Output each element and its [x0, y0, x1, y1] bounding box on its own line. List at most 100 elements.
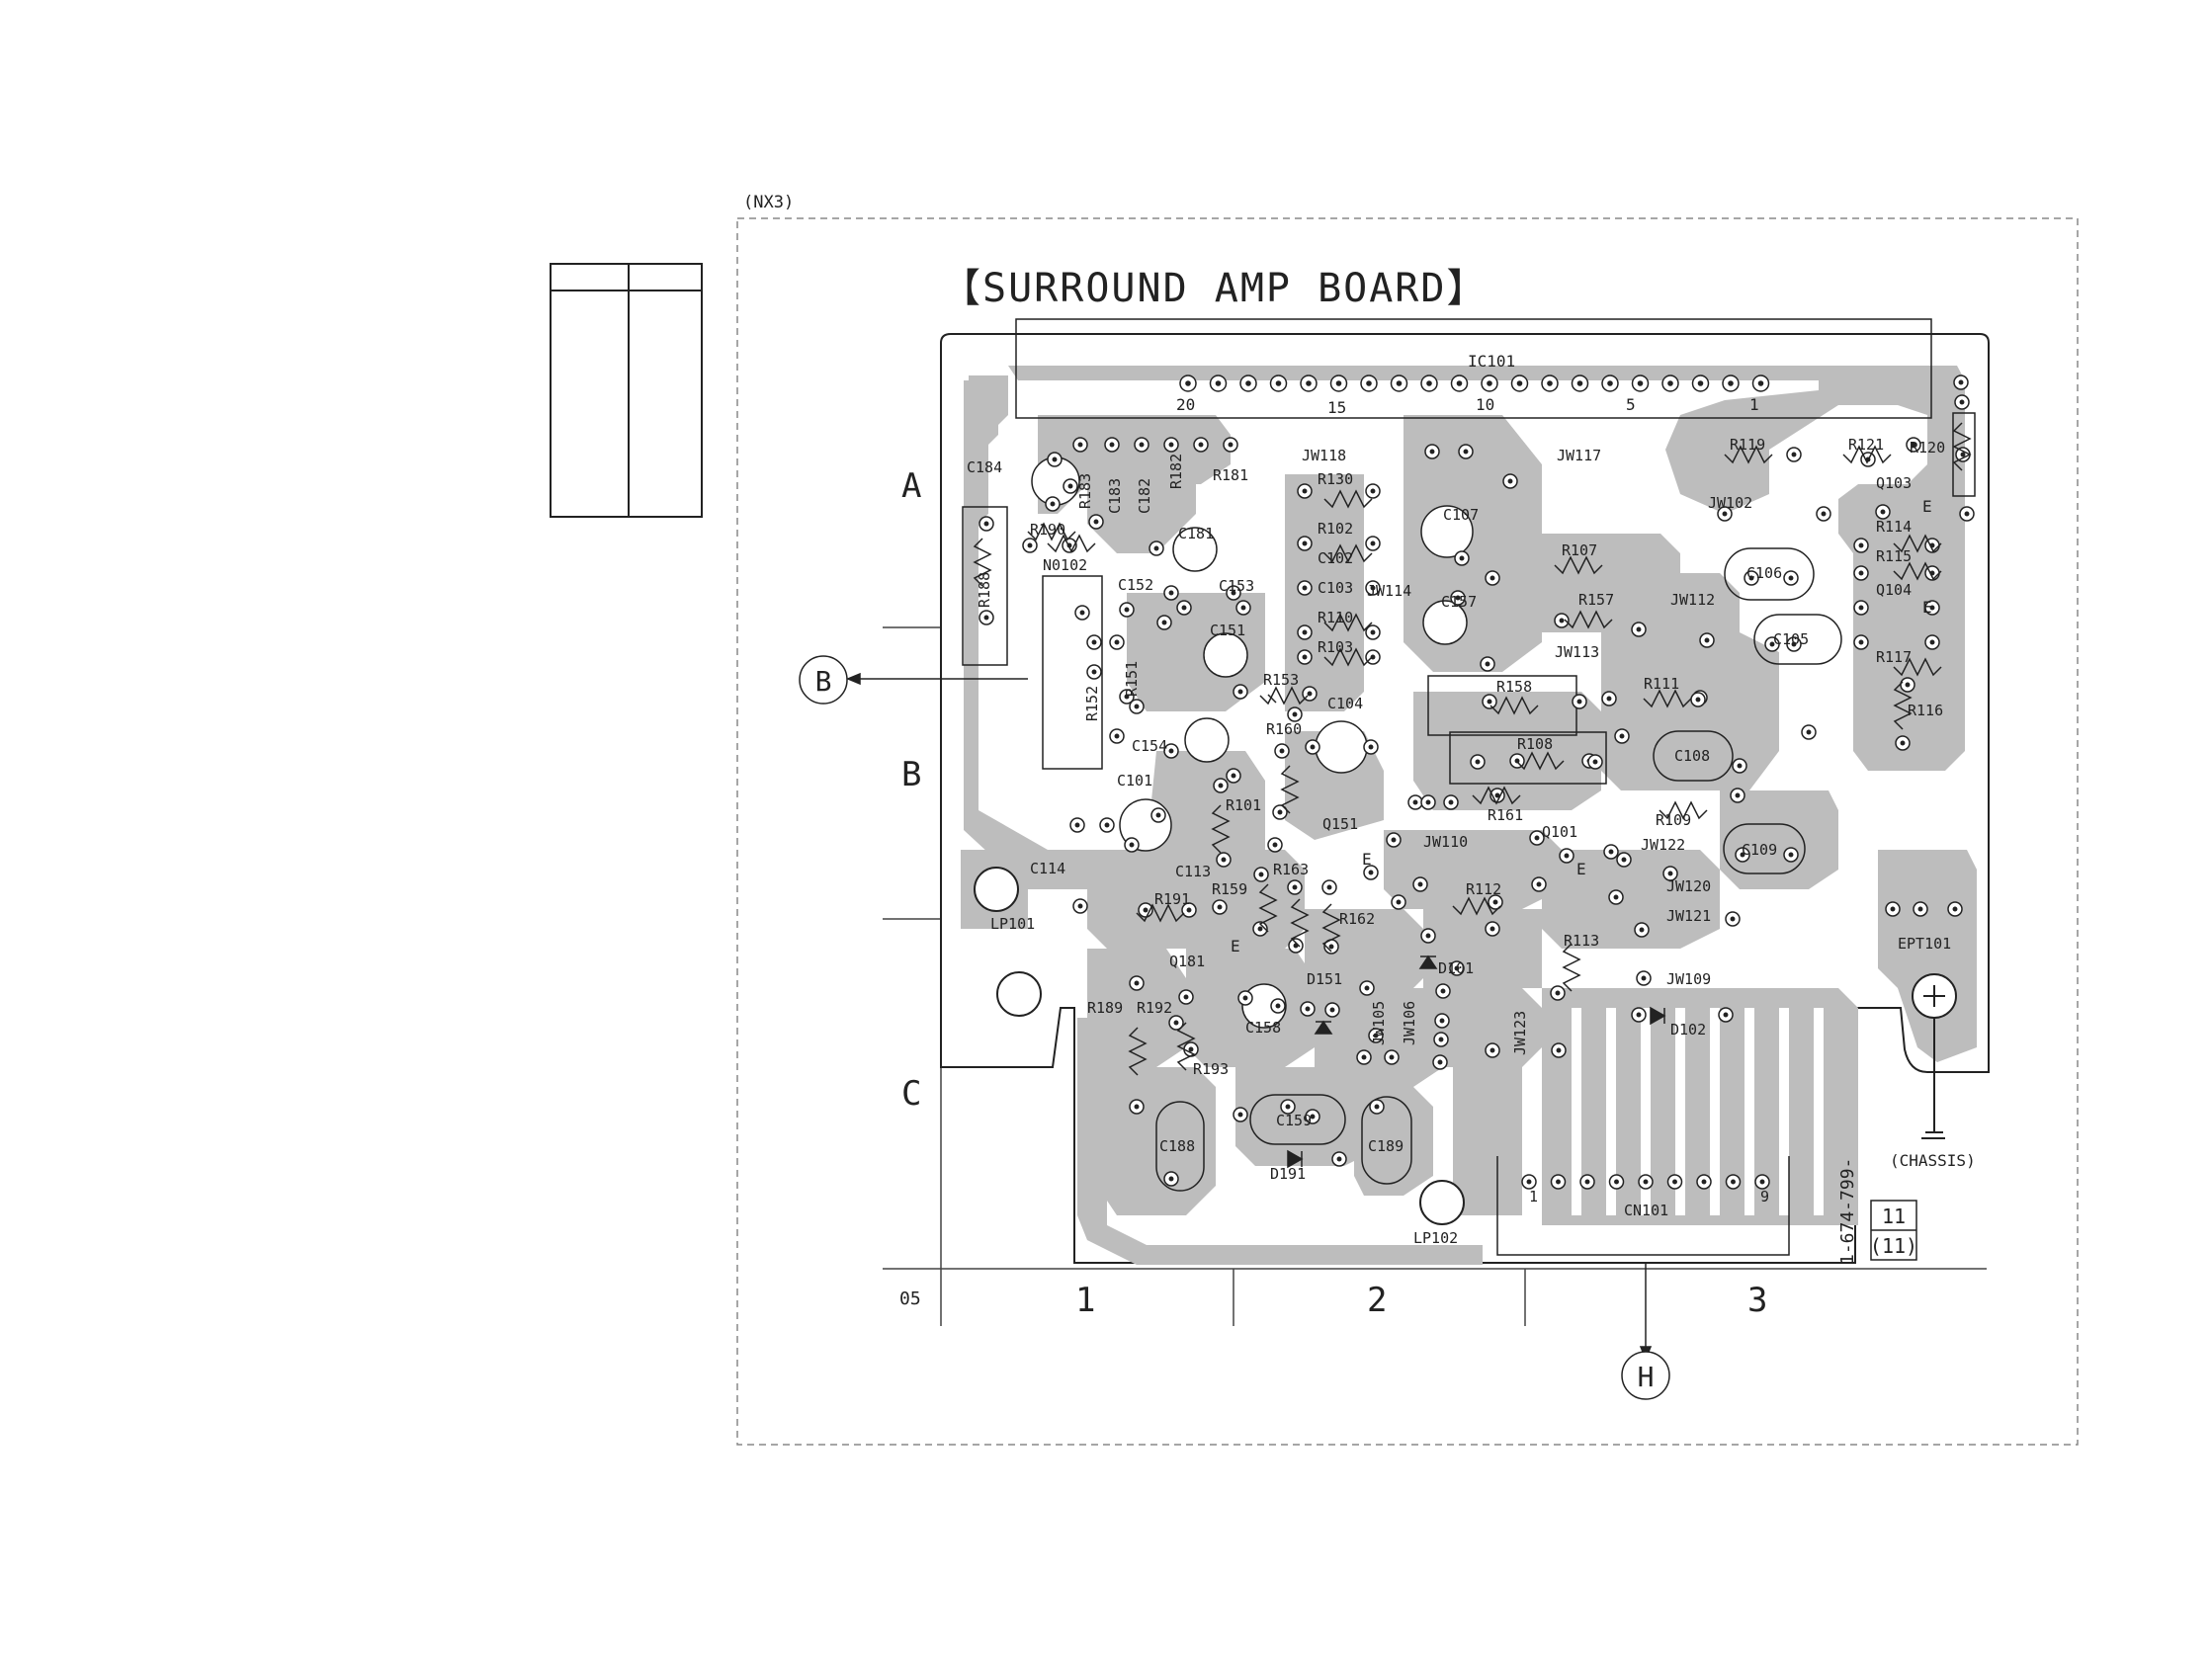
- component-pad: [1280, 1099, 1296, 1115]
- component-ref: Q181: [1169, 953, 1205, 970]
- component-ref: R116: [1908, 702, 1943, 719]
- component-ref: C189: [1368, 1137, 1404, 1155]
- component-pad: [1531, 876, 1547, 892]
- component-pad: [1063, 478, 1078, 494]
- component-pad: [1047, 452, 1063, 467]
- component-pad: [1407, 794, 1423, 810]
- component-pad: [1149, 540, 1164, 556]
- board-number: 1-674-799-: [1837, 1158, 1858, 1265]
- component-ref: JW102: [1708, 494, 1752, 512]
- component-pad: [1690, 692, 1706, 707]
- ic-pin-pad: [1751, 374, 1770, 392]
- component-pad: [1783, 847, 1799, 863]
- component-pad: [1193, 437, 1209, 453]
- component-pad: [1718, 1007, 1734, 1023]
- component-pad: [1450, 590, 1466, 606]
- emitter-mark: E: [1362, 850, 1372, 869]
- component-pad: [1853, 538, 1869, 553]
- component-pad: [1801, 724, 1817, 740]
- component-pad: [1735, 847, 1750, 863]
- component-ref: R181: [1213, 466, 1248, 484]
- component-pad: [1608, 889, 1624, 905]
- component-ref: C188: [1159, 1137, 1195, 1155]
- component-ref: LP101: [990, 915, 1035, 933]
- component-ref: R159: [1212, 880, 1247, 898]
- component-ref: R114: [1876, 518, 1912, 536]
- component-pad: [1109, 634, 1125, 650]
- component-pad: [1391, 894, 1406, 910]
- component-pad: [1764, 636, 1780, 652]
- component-pad: [1365, 624, 1381, 640]
- component-ref: C108: [1674, 747, 1710, 765]
- component-ref: C181: [1178, 525, 1214, 542]
- component-ref: C184: [967, 458, 1002, 476]
- component-pad: [1587, 754, 1603, 770]
- ic-pin-pad: [1329, 374, 1348, 392]
- component-ref: R191: [1154, 890, 1190, 908]
- component-pad: [1272, 804, 1288, 820]
- component-pad: [1163, 1171, 1179, 1187]
- component-ref: R189: [1087, 999, 1123, 1017]
- component-pad: [1550, 985, 1566, 1001]
- ic-pin-pad: [1179, 374, 1197, 392]
- connector-pin-pad: [1725, 1174, 1742, 1190]
- component-ref: JW110: [1423, 833, 1468, 851]
- component-pad: [1321, 879, 1337, 895]
- component-pad: [1163, 437, 1179, 453]
- component-pad: [978, 610, 994, 625]
- component-pad: [1488, 894, 1503, 910]
- component-ref: R121: [1848, 436, 1884, 454]
- component-pad: [1213, 778, 1229, 793]
- page-ref-paren: (11): [1870, 1234, 1917, 1258]
- connector-pin-pad: [1754, 1174, 1770, 1190]
- component-pad: [1885, 901, 1901, 917]
- emitter-mark: E: [1576, 860, 1586, 878]
- component-pad: [1420, 928, 1436, 944]
- component-pad: [1119, 689, 1135, 705]
- component-pad: [1744, 570, 1759, 586]
- component-ref: C159: [1276, 1112, 1312, 1129]
- component-ref: EPT101: [1898, 935, 1951, 953]
- component-pad: [1906, 437, 1921, 453]
- component-pad: [1616, 852, 1632, 868]
- component-pad: [1119, 602, 1135, 618]
- component-ref: R109: [1656, 811, 1691, 829]
- component-pad: [1233, 684, 1248, 700]
- column-label-3: 3: [1747, 1281, 1767, 1320]
- component-pad: [1432, 1054, 1448, 1070]
- component-pad: [1181, 902, 1197, 918]
- ic-pin-pad: [1420, 374, 1438, 392]
- component-pad: [1717, 506, 1733, 522]
- component-pad: [1485, 921, 1500, 937]
- component-pad: [1129, 1099, 1145, 1115]
- component-pads: [978, 374, 1975, 1187]
- component-pad: [1069, 817, 1085, 833]
- component-ref: JW114: [1367, 582, 1411, 600]
- ic-pin-pad: [1661, 374, 1679, 392]
- connector-pin-pad: [1550, 1174, 1567, 1190]
- ic-pin-number-10: 10: [1476, 395, 1494, 414]
- component-pad: [1150, 807, 1166, 823]
- component-ref: R188: [976, 572, 993, 608]
- ic-pin-number-20: 20: [1176, 395, 1195, 414]
- component-pad: [1924, 600, 1940, 616]
- component-pad: [1212, 899, 1228, 915]
- copper-gaps: [1231, 385, 1824, 1215]
- frame-label: (NX3): [743, 193, 794, 212]
- component-pad: [978, 516, 994, 532]
- cn101-pin-1: 1: [1529, 1188, 1538, 1205]
- row-label-c: C: [901, 1074, 921, 1114]
- component-pad: [1216, 852, 1232, 868]
- component-pad: [1365, 483, 1381, 499]
- component-ref: C153: [1219, 577, 1254, 595]
- component-ref: JW117: [1557, 447, 1601, 464]
- ic101-outline: [1015, 318, 1932, 419]
- component-ref: R107: [1562, 541, 1597, 559]
- component-ref: C104: [1327, 695, 1363, 712]
- ic101-label: IC101: [1468, 352, 1515, 371]
- component-ref: R182: [1167, 454, 1185, 489]
- component-pad: [1420, 794, 1436, 810]
- component-ref: JW122: [1641, 836, 1685, 854]
- component-ref: Q103: [1876, 474, 1912, 492]
- connection-marker-h-label: H: [1638, 1361, 1655, 1393]
